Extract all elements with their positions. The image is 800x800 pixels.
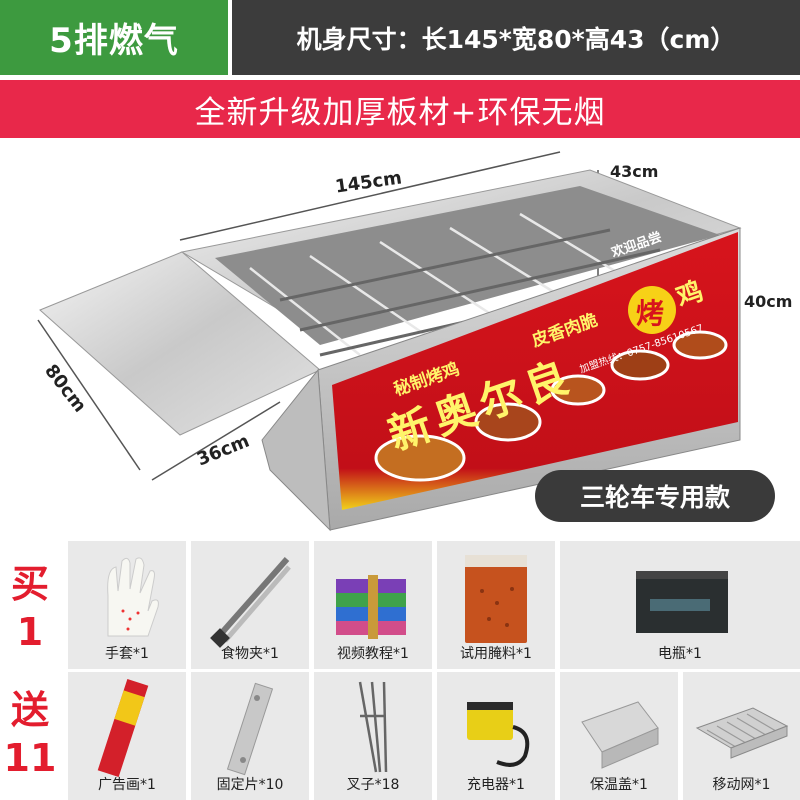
warming-cover-icon	[581, 701, 659, 769]
tricycle-badge: 三轮车专用款	[535, 470, 775, 522]
charger-icon	[467, 702, 530, 767]
tongs-icon	[210, 557, 291, 648]
gift-label: 视频教程*1	[337, 646, 409, 662]
gift-item: 移动网*1	[683, 672, 800, 800]
promo-banner: 全新升级加厚板材+环保无烟	[0, 80, 800, 138]
gift-item: 广告画*1	[68, 672, 186, 800]
gift-item: 试用腌料*1	[437, 541, 555, 669]
gift-item: 电瓶*1	[560, 541, 800, 669]
gift-label: 固定片*10	[216, 777, 284, 793]
dim-line-length	[179, 151, 561, 241]
grill-rack-icon	[695, 707, 789, 759]
promo-buy: 买	[10, 562, 49, 606]
gift-label: 保温盖*1	[590, 777, 648, 793]
header-model-label: 5排燃气	[0, 0, 228, 75]
gift-item: 食物夹*1	[191, 541, 309, 669]
dim-height-top-label: 43cm	[610, 162, 659, 181]
gift-label: 充电器*1	[467, 777, 525, 793]
gift-item: 充电器*1	[437, 672, 555, 800]
promo-buy1-get11: 买 1 送 11	[0, 560, 60, 782]
gift-label: 叉子*18	[346, 777, 400, 793]
promo-eleven: 11	[3, 736, 57, 780]
gift-label: 广告画*1	[98, 777, 156, 793]
header-size-label: 机身尺寸：长145*宽80*高43（cm）	[232, 0, 800, 75]
glove-icon	[107, 557, 159, 637]
bracket-icon	[226, 682, 274, 776]
gift-label: 移动网*1	[712, 777, 771, 793]
gift-label: 试用腌料*1	[460, 646, 532, 662]
fork-icon	[358, 681, 388, 773]
gift-item: 保温盖*1	[560, 672, 678, 800]
dim-line-depth	[151, 401, 281, 481]
dim-line-width	[37, 319, 141, 471]
books-icon	[336, 575, 406, 639]
dim-height-side-label: 40cm	[744, 292, 793, 311]
gift-item: 视频教程*1	[314, 541, 432, 669]
roaster-cart-image	[37, 151, 742, 532]
gift-item: 叉子*18	[314, 672, 432, 800]
gift-label: 食物夹*1	[221, 646, 279, 662]
gift-label: 手套*1	[105, 646, 149, 662]
sign-kao: 烤	[636, 297, 665, 330]
gift-item: 手套*1	[68, 541, 186, 669]
promo-get: 送	[10, 688, 49, 732]
product-illustration: 欢迎品尝 秘制烤鸡 皮香肉脆 新奥尔良 烤 鸡 加盟热线：0757-856105…	[0, 140, 800, 535]
promo-one: 1	[16, 610, 44, 654]
seasoning-bag-icon	[465, 555, 527, 643]
poster-roll-icon	[97, 678, 149, 778]
gift-label: 电瓶*1	[658, 646, 702, 662]
gift-item: 固定片*10	[191, 672, 309, 800]
header: 5排燃气 机身尺寸：长145*宽80*高43（cm）	[0, 0, 800, 75]
battery-icon	[636, 571, 728, 633]
